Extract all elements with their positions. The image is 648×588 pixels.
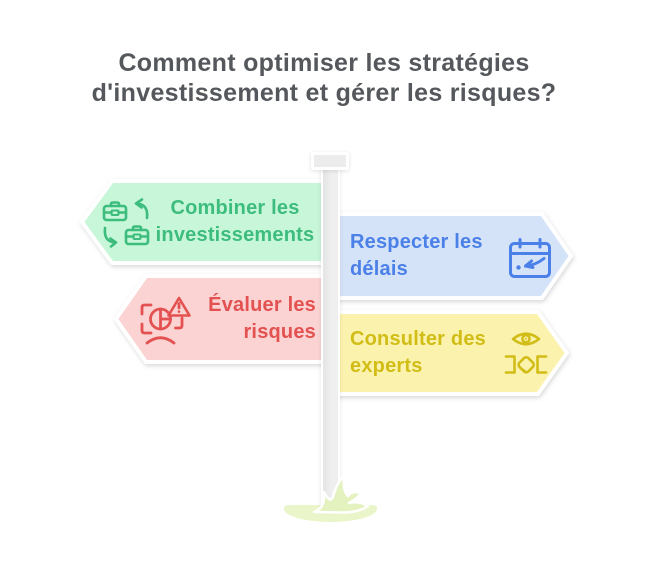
sign-consulter-des-experts: Consulter des experts xyxy=(328,309,570,397)
grass-tuft-icon xyxy=(312,474,370,514)
sign-evaluer-les-risques: Évaluer les risques xyxy=(112,273,334,365)
left-arrow-sign-shape xyxy=(80,179,332,265)
sign-label-line-2: experts xyxy=(350,355,423,377)
sign-combiner-les-investissements: Combiner les investissements xyxy=(78,178,334,266)
signpost-pole xyxy=(321,166,340,510)
sign-label: Respecter les délais xyxy=(350,211,510,301)
sign-label-line-2: délais xyxy=(350,258,408,280)
sign-label-line-1: Évaluer les xyxy=(208,294,316,316)
sign-respecter-les-delais: Respecter les délais xyxy=(328,211,574,301)
sign-label: Consulter des experts xyxy=(350,309,510,397)
sign-label-line-2: risques xyxy=(243,321,316,343)
risk-warning-icon xyxy=(140,296,191,345)
signpost-cap xyxy=(311,152,349,170)
calendar-deadline-icon xyxy=(509,238,551,278)
expert-handshake-icon xyxy=(504,332,548,374)
sign-label: Évaluer les risques xyxy=(156,273,316,365)
title-line-2: d'investissement et gérer les risques? xyxy=(91,79,557,107)
sign-label-line-1: Respecter les xyxy=(350,231,483,253)
page-title: Comment optimiser les stratégies d'inves… xyxy=(0,48,648,108)
sign-label: Combiner les investissements xyxy=(152,178,318,266)
briefcase-swap-icon xyxy=(102,198,150,248)
sign-label-line-1: Consulter des xyxy=(350,328,486,350)
sign-label-line-2: investissements xyxy=(155,224,315,246)
sign-label-line-1: Combiner les xyxy=(170,197,300,219)
title-line-1: Comment optimiser les stratégies xyxy=(118,49,530,77)
